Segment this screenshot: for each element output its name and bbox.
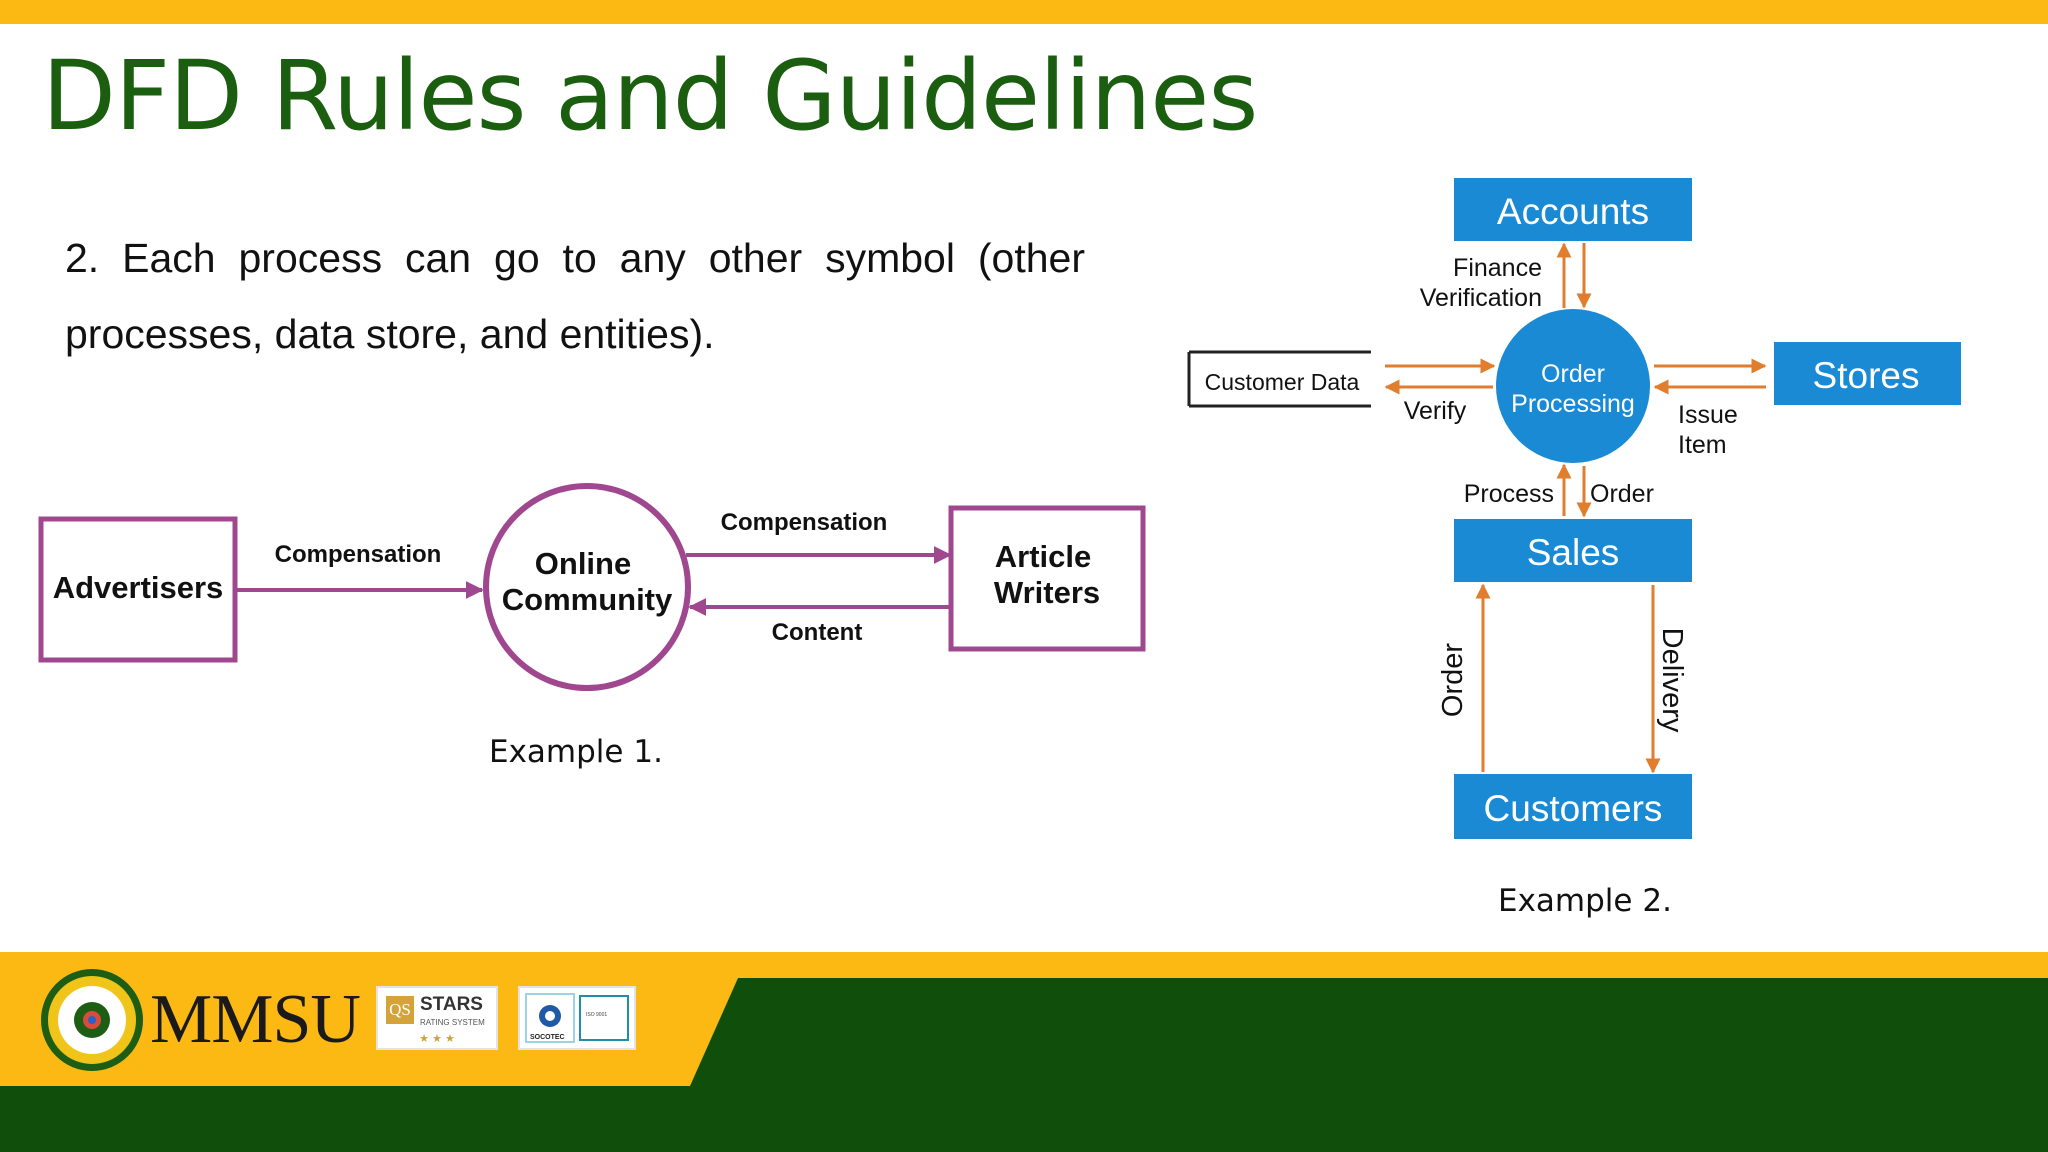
order-processing-process [1496, 309, 1650, 463]
iso-label: ISO 9001 [586, 1012, 608, 1018]
customer-data-label: Customer Data [1205, 369, 1360, 395]
article-writers-entity-box [948, 505, 1146, 652]
online-community-label-line2: Community [502, 582, 673, 617]
verify-label: Verify [1404, 397, 1467, 425]
order-processing-label-line1: Order [1541, 360, 1605, 388]
order-processing-label-line2: Processing [1511, 390, 1635, 418]
finance-verification-label-line2: Verification [1420, 284, 1542, 312]
stars-label: STARS [420, 994, 483, 1015]
article-writers-label-line1: Article [995, 539, 1091, 574]
issue-item-label-line2: Item [1678, 431, 1727, 459]
issue-item-label-line1: Issue [1678, 401, 1738, 429]
socotec-badge: SOCOTEC ISO 9001 [518, 986, 636, 1050]
stars-rating: ★ ★ ★ [419, 1033, 455, 1045]
flow-label-compensation-right: Compensation [721, 509, 888, 536]
flow-label-content: Content [772, 619, 863, 646]
advertisers-entity-box [38, 516, 238, 663]
customers-entity-box [1454, 774, 1692, 839]
top-accent-bar [0, 0, 2048, 24]
example2-diagram: Accounts Stores Sales Customers Order Pr… [1187, 178, 1961, 839]
qs-stars-badge: QS STARS RATING SYSTEM ★ ★ ★ [376, 986, 498, 1050]
article-writers-label-line2: Writers [994, 575, 1100, 610]
mmsu-brand-text: MMSU [150, 981, 361, 1058]
stars-sublabel: RATING SYSTEM [420, 1018, 485, 1027]
mmsu-seal-logo [41, 969, 143, 1071]
socotec-label: SOCOTEC [530, 1034, 565, 1041]
example1-caption: Example 1. [489, 734, 663, 770]
online-community-process [483, 483, 691, 691]
stores-label: Stores [1813, 355, 1920, 396]
rule-text: 2. Each process can go to any other symb… [65, 235, 1085, 357]
finance-verification-label-line1: Finance [1453, 254, 1542, 282]
example2-caption: Example 2. [1498, 883, 1672, 919]
process-label: Process [1464, 480, 1554, 508]
online-community-label-line1: Online [535, 546, 631, 581]
customer-data-store [1187, 350, 1371, 408]
footer-band [0, 952, 2048, 1152]
stores-entity-box [1774, 342, 1961, 405]
order-label-vertical: Order [1437, 643, 1469, 717]
flow-label-compensation-left: Compensation [275, 541, 442, 568]
qs-logo: QS [386, 996, 414, 1024]
diagrams: Advertisers Online Community Article Wri… [38, 178, 1961, 839]
delivery-label-vertical: Delivery [1656, 628, 1688, 733]
sales-label: Sales [1527, 532, 1620, 573]
advertisers-label: Advertisers [53, 570, 224, 605]
order-label-top: Order [1590, 480, 1654, 508]
example1-diagram: Advertisers Online Community Article Wri… [38, 483, 1146, 691]
accounts-label: Accounts [1497, 191, 1649, 232]
customers-label: Customers [1484, 788, 1663, 829]
sales-entity-box [1454, 519, 1692, 582]
accounts-entity-box [1454, 178, 1692, 241]
slide-title: DFD Rules and Guidelines [42, 40, 1258, 152]
socotec-logo [525, 993, 629, 1043]
